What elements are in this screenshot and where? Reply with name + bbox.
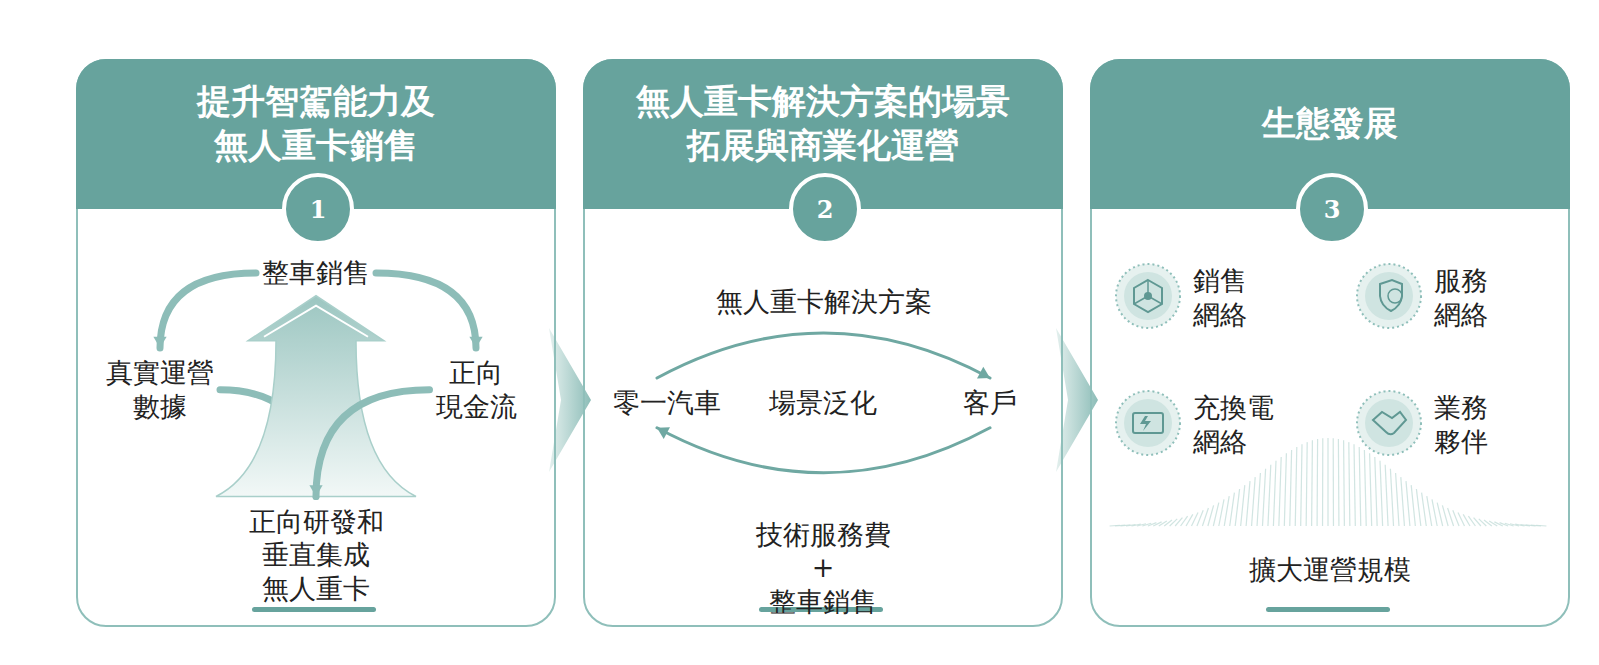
icon-sales <box>1116 264 1180 328</box>
flow-text: 客戶 <box>963 386 1017 420</box>
flow-item: 零一汽車 <box>613 386 721 420</box>
connector <box>309 390 429 497</box>
arrow-head <box>469 337 482 348</box>
flow-item: 整車銷售 <box>262 256 370 290</box>
step-number: 1 <box>282 173 354 245</box>
arrow-highlight <box>264 306 368 337</box>
connector <box>376 273 483 348</box>
flow-text: 零一汽車 <box>613 386 721 420</box>
panel-heading: 提升智駕能力及 無人重卡銷售 <box>197 79 435 167</box>
connector-line <box>657 428 990 473</box>
underline-bar <box>1266 607 1390 612</box>
callout-number: 2 <box>817 195 834 224</box>
step-number: 2 <box>789 173 861 245</box>
panel-heading: 無人重卡解決方案的場景 拓展與商業化運營 <box>636 79 1010 167</box>
flow-text: 正向研發和 垂直集成 無人重卡 <box>249 505 384 606</box>
callout-number: 3 <box>1324 195 1341 224</box>
arrow-head <box>309 485 322 496</box>
step-number: 3 <box>1296 173 1368 245</box>
connector <box>657 427 990 473</box>
connector-line <box>376 273 476 348</box>
connector-line <box>316 390 430 497</box>
header-holder: 生態發展 <box>1092 61 1568 185</box>
flow-item: 正向 現金流 <box>436 356 517 424</box>
stage-panel: 生態發展 3 銷售 網絡 服務 網絡充換電 網絡 業務 夥伴擴大運營規模 <box>1090 59 1570 627</box>
connector <box>657 333 990 379</box>
flow-item: 正向研發和 垂直集成 無人重卡 <box>249 505 384 606</box>
header-holder: 提升智駕能力及 無人重卡銷售 <box>78 61 554 185</box>
text-label: 業務 夥伴 <box>1434 391 1488 459</box>
icon-partner <box>1357 391 1421 455</box>
flow-text: 真實運營 數據 <box>106 356 214 424</box>
panel-heading: 生態發展 <box>1262 101 1398 145</box>
icon-charging <box>1116 391 1180 455</box>
text-label: 場景泛化 <box>769 386 877 420</box>
stage-panel: 提升智駕能力及 無人重卡銷售 1 整車銷售真實運營 數據 正向 現金流正向研發和 垂直… <box>76 59 556 627</box>
text-label: 技術服務費+ 整車銷售 <box>756 518 891 619</box>
text-label: 充換電 網絡 <box>1193 391 1274 459</box>
connector-line <box>160 273 256 348</box>
header-holder: 無人重卡解決方案的場景 拓展與商業化運營 <box>585 61 1061 185</box>
stage-panel: 無人重卡解決方案的場景 拓展與商業化運營 2 零一汽車 客戶 場景泛化技術服務費+ 整車… <box>583 59 1063 627</box>
text-label: 服務 網絡 <box>1434 264 1488 332</box>
icon-service <box>1357 264 1421 328</box>
underline-bar <box>252 607 376 612</box>
arrow-head <box>153 337 166 348</box>
text-label: 銷售 網絡 <box>1193 264 1247 332</box>
flow-text: 正向 現金流 <box>436 356 517 424</box>
connector <box>153 273 256 348</box>
arrow-head <box>657 427 670 439</box>
connector-line <box>657 333 990 378</box>
arrow-head <box>977 367 990 379</box>
text-label: 擴大運營規模 <box>1249 553 1411 587</box>
flow-item: 真實運營 數據 <box>106 356 214 424</box>
flow-item: 客戶 <box>963 386 1017 420</box>
callout-number: 1 <box>310 195 327 224</box>
edge-label: 無人重卡解決方案 <box>712 285 936 319</box>
flow-text: 整車銷售 <box>262 256 370 290</box>
